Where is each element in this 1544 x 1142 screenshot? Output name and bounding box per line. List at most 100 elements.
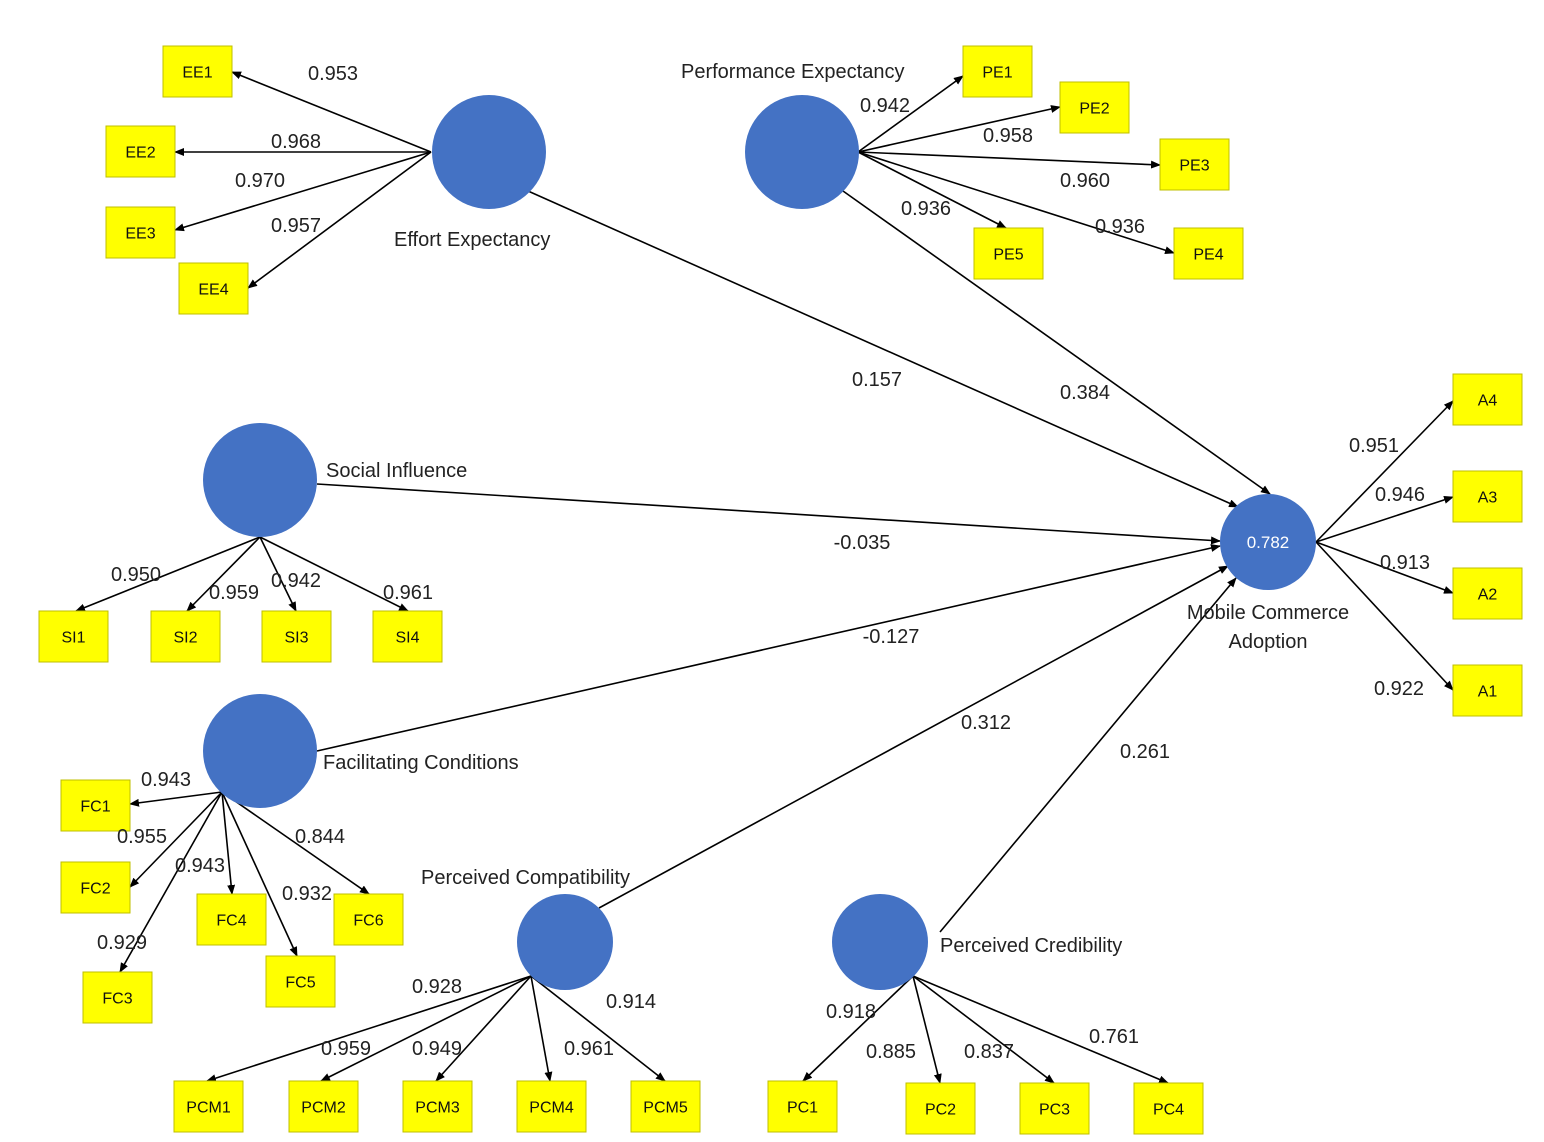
indicator-box-pc2 <box>905 1082 976 1135</box>
path-arrow-fc-to-mca <box>316 544 1221 752</box>
indicator-label-pe2: PE2 <box>1079 101 1109 118</box>
loading-value-ee4: 0.957 <box>271 215 321 237</box>
construct-label-fc: Facilitating Conditions <box>323 752 519 774</box>
loading-arrow-pc4 <box>912 975 1169 1084</box>
loading-value-pcm4: 0.961 <box>564 1038 614 1060</box>
indicator-box-pc1 <box>767 1080 838 1133</box>
indicator-box-a4 <box>1452 373 1523 426</box>
indicator-label-fc4: FC4 <box>216 913 246 930</box>
indicator-label-a3: A3 <box>1478 490 1498 507</box>
indicator-box-fc3 <box>82 971 153 1024</box>
indicator-box-pe3 <box>1159 138 1230 191</box>
loading-value-pc1: 0.918 <box>826 1001 876 1023</box>
path-arrow-pc-to-mca <box>939 577 1237 933</box>
path-arrow-ee-to-mca <box>527 190 1239 508</box>
construct-node-mca <box>1220 494 1316 590</box>
loading-arrow-fc3 <box>119 791 223 973</box>
loading-arrow-a1 <box>1315 541 1454 691</box>
indicator-label-si2: SI2 <box>173 630 197 647</box>
indicator-label-ee2: EE2 <box>125 145 155 162</box>
construct-node-pcm <box>517 894 613 990</box>
loading-value-pcm1: 0.928 <box>412 976 462 998</box>
loading-value-pe3: 0.960 <box>1060 170 1110 192</box>
loading-value-fc5: 0.932 <box>282 883 332 905</box>
indicator-label-pcm3: PCM3 <box>415 1100 460 1117</box>
loading-value-pcm2: 0.959 <box>321 1038 371 1060</box>
loading-arrow-si4 <box>259 536 409 612</box>
label-layer: 0.1570.384-0.035-0.1270.3120.2610.9530.9… <box>97 61 1430 1063</box>
construct-node-si <box>203 423 317 537</box>
indicator-box-si2 <box>150 610 221 663</box>
path-coefficient-si: -0.035 <box>834 532 891 554</box>
loading-value-si2: 0.959 <box>209 582 259 604</box>
construct-label-mca-line-2: Adoption <box>1229 631 1308 653</box>
indicator-label-pcm4: PCM4 <box>529 1100 574 1117</box>
indicator-label-pc4: PC4 <box>1153 1102 1184 1119</box>
loading-value-pcm5: 0.914 <box>606 991 656 1013</box>
loading-value-fc6: 0.844 <box>295 826 345 848</box>
loading-value-pc4: 0.761 <box>1089 1026 1139 1048</box>
loading-arrow-si2 <box>186 536 261 612</box>
loading-value-pc2: 0.885 <box>866 1041 916 1063</box>
loading-value-fc4: 0.943 <box>175 855 225 877</box>
loading-arrow-pcm4 <box>530 975 553 1082</box>
loading-value-a2: 0.913 <box>1380 552 1430 574</box>
indicator-box-ee2 <box>105 125 176 178</box>
path-coefficient-pc: 0.261 <box>1120 741 1170 763</box>
indicator-box-fc4 <box>196 893 267 946</box>
loading-arrow-ee3 <box>174 151 432 232</box>
connector-layer <box>75 71 1454 1084</box>
loading-arrow-pcm3 <box>435 975 532 1082</box>
indicator-label-pe3: PE3 <box>1179 158 1209 175</box>
loading-arrow-pe3 <box>857 151 1161 169</box>
indicator-box-fc1 <box>60 779 131 832</box>
indicator-label-pc1: PC1 <box>787 1100 818 1117</box>
indicator-label-pe5: PE5 <box>993 247 1023 264</box>
loading-arrow-a4 <box>1315 400 1454 543</box>
loading-arrow-pe1 <box>857 75 964 153</box>
loading-arrow-ee4 <box>247 151 432 289</box>
construct-label-si: Social Influence <box>326 460 467 482</box>
loading-arrow-fc6 <box>221 791 370 895</box>
indicator-box-a3 <box>1452 470 1523 523</box>
loading-value-fc1: 0.943 <box>141 769 191 791</box>
loading-value-ee2: 0.968 <box>271 131 321 153</box>
indicator-box-fc2 <box>60 861 131 914</box>
indicator-box-fc6 <box>333 893 404 946</box>
construct-node-pc <box>832 894 928 990</box>
indicator-box-pc4 <box>1133 1082 1204 1135</box>
indicator-label-a2: A2 <box>1478 587 1498 604</box>
loading-arrow-a3 <box>1315 496 1454 543</box>
path-coefficient-pe: 0.384 <box>1060 382 1110 404</box>
construct-label-mca-line-1: Mobile Commerce <box>1187 602 1349 624</box>
loading-arrow-fc5 <box>221 791 298 957</box>
indicator-label-pcm5: PCM5 <box>643 1100 688 1117</box>
indicator-box-pe4 <box>1173 227 1244 280</box>
loading-arrow-pe4 <box>857 151 1175 255</box>
loading-arrow-pcm2 <box>320 975 532 1082</box>
loading-arrow-pe5 <box>857 151 1007 229</box>
loading-arrow-pc1 <box>802 975 914 1082</box>
construct-node-fc <box>203 694 317 808</box>
construct-label-ee: Effort Expectancy <box>394 229 550 251</box>
path-coefficient-ee: 0.157 <box>852 369 902 391</box>
indicator-label-a1: A1 <box>1478 684 1498 701</box>
indicator-box-pc3 <box>1019 1082 1090 1135</box>
loading-arrow-pe2 <box>857 105 1061 153</box>
loading-value-si1: 0.950 <box>111 564 161 586</box>
indicator-label-pc2: PC2 <box>925 1102 956 1119</box>
loading-value-a4: 0.951 <box>1349 435 1399 457</box>
loading-value-a1: 0.922 <box>1374 678 1424 700</box>
construct-label-pe: Performance Expectancy <box>681 61 904 83</box>
loading-arrow-si1 <box>75 536 261 612</box>
indicator-label-fc2: FC2 <box>80 881 110 898</box>
indicator-box-pcm3 <box>402 1080 473 1133</box>
indicator-label-pe1: PE1 <box>982 65 1012 82</box>
loading-value-fc2: 0.955 <box>117 826 167 848</box>
r-squared-value: 0.782 <box>1247 533 1290 552</box>
loading-value-pcm3: 0.949 <box>412 1038 462 1060</box>
indicator-label-pe4: PE4 <box>1193 247 1223 264</box>
